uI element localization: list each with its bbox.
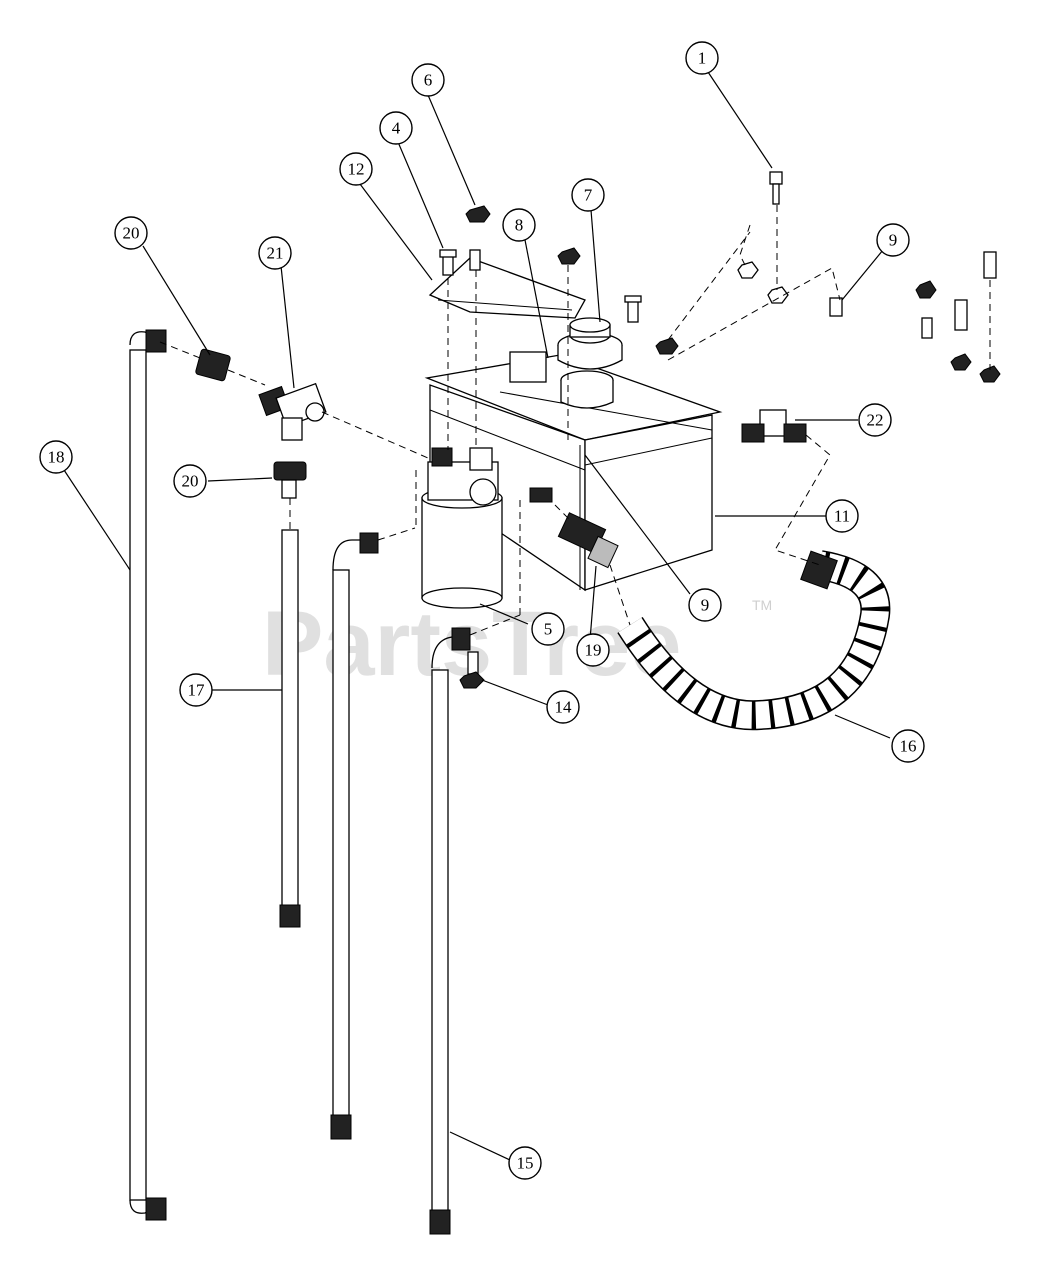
fitting-14 — [459, 651, 485, 689]
bolt-4 — [439, 249, 457, 276]
callout-9a: 9 — [876, 223, 910, 257]
strainer-ring — [560, 370, 614, 409]
bolt-1 — [769, 171, 783, 205]
filter-assembly — [421, 447, 553, 609]
callout-label: 17 — [188, 681, 206, 700]
leader-lines — [63, 71, 891, 1161]
callout-label: 20 — [123, 224, 140, 243]
callout-14: 14 — [546, 690, 580, 724]
hose-17 — [279, 529, 301, 928]
callout-label: 15 — [517, 1154, 534, 1173]
callout-8: 8 — [502, 208, 536, 242]
callout-11: 11 — [825, 499, 859, 533]
callout-20b: 20 — [173, 464, 207, 498]
callout-label: 22 — [867, 411, 884, 430]
hose-15 — [429, 627, 471, 1235]
callout-label: 14 — [555, 698, 573, 717]
callout-20a: 20 — [114, 216, 148, 250]
hose-middle — [330, 532, 379, 1140]
callout-4: 4 — [379, 111, 413, 145]
filler-cap — [557, 317, 623, 370]
callout-22: 22 — [858, 403, 892, 437]
mounting-bracket — [428, 257, 586, 319]
callout-6: 6 — [411, 63, 445, 97]
tee-fitting — [258, 382, 327, 441]
callout-9b: 9 — [688, 588, 722, 622]
callout-label: 1 — [698, 49, 707, 68]
callout-label: 8 — [515, 216, 524, 235]
callout-label: 20 — [182, 472, 199, 491]
callout-17: 17 — [179, 673, 213, 707]
bolts-top — [469, 247, 679, 355]
callout-21: 21 — [258, 236, 292, 270]
callout-label: 6 — [424, 71, 433, 90]
callout-15: 15 — [508, 1146, 542, 1180]
callout-1: 1 — [685, 41, 719, 75]
assembly-lines — [159, 205, 991, 636]
callout-label: 4 — [392, 119, 401, 138]
elbow-fitting-22 — [741, 409, 807, 443]
callout-label: 9 — [701, 596, 710, 615]
decal — [509, 351, 547, 383]
callout-label: 18 — [48, 448, 65, 467]
hose-16 — [617, 550, 891, 731]
hose-18 — [129, 329, 167, 1221]
elbow-fitting-19 — [557, 512, 619, 569]
nut-6 — [465, 205, 491, 223]
callout-label: 11 — [834, 507, 850, 526]
adapter-lower — [273, 461, 307, 499]
swivel-nut-upper — [195, 348, 231, 382]
callout-label: 21 — [267, 244, 284, 263]
callout-label: 7 — [584, 186, 593, 205]
callout-label: 16 — [900, 737, 917, 756]
callout-7: 7 — [571, 178, 605, 212]
callout-5: 5 — [531, 612, 565, 646]
callout-label: 9 — [889, 231, 898, 250]
watermark-trademark: TM — [752, 597, 772, 613]
callout-label: 12 — [348, 160, 365, 179]
callout-18: 18 — [39, 440, 73, 474]
hardware-right — [737, 251, 1001, 383]
callout-label: 19 — [585, 641, 602, 660]
callout-12: 12 — [339, 152, 373, 186]
callout-16: 16 — [891, 729, 925, 763]
callout-label: 5 — [544, 620, 553, 639]
callout-19: 19 — [576, 633, 610, 667]
